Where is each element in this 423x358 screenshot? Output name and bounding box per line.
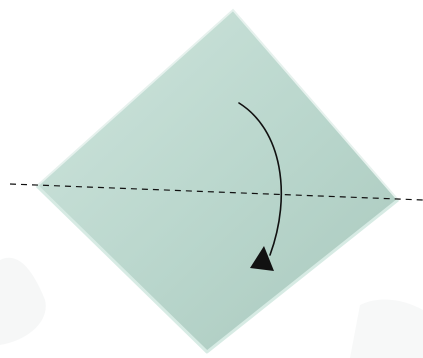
background-shadow [350, 300, 423, 358]
paper-diamond [37, 10, 398, 352]
background-shadow [0, 258, 46, 345]
